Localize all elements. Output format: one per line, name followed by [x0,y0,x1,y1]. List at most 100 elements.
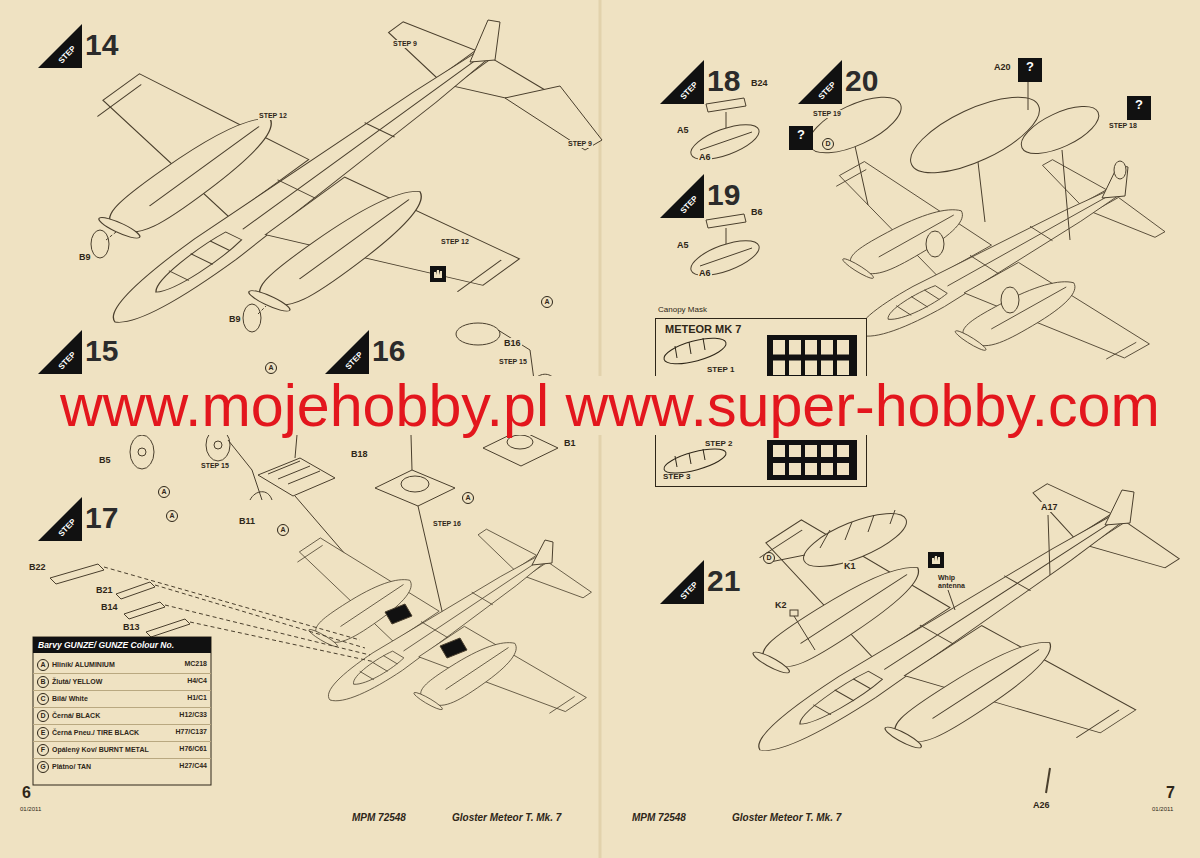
canopy-mask-frame [773,463,785,475]
color-callout: D [763,552,775,564]
step-badge: STEP19 [660,172,743,218]
color-callout: D [37,710,49,722]
step-badge: STEP21 [660,558,743,604]
canopy-mask-frame [773,361,785,376]
undercarriage-parts [375,470,455,506]
hand-icons [434,270,442,278]
legend-frame [33,637,211,785]
part-number: B5 [98,455,112,465]
step-callout: STEP 9 [567,140,593,148]
color-callout: E [37,727,49,739]
part-number: B24 [750,78,769,88]
undercarriage-parts [130,435,154,469]
gunze-code: H12/C33 [179,711,207,719]
step-number: 15 [85,336,118,366]
part-number: B9 [228,314,242,324]
aircraft-step-21 [1105,490,1134,525]
legend-frame [33,637,211,785]
undercarriage-parts [228,440,272,500]
canopy-parts-step-18-19 [700,132,752,150]
canopy-mask-frame [773,340,785,355]
aircraft-step-21 [948,590,955,610]
canopy-parts-step-18-19 [687,117,764,166]
undercarriage-parts [138,448,146,456]
page-number: 6 [22,784,31,802]
footer-text: MPM 72548 [632,812,686,824]
canopy-mask-frame [805,445,817,457]
canopy-mask-frame [675,449,705,467]
undercarriage-parts [401,476,429,492]
aircraft-step-20 [1001,287,1019,313]
canopy-mask-frame [821,463,833,475]
aircraft-step-14 [243,304,261,332]
hand-icons [928,552,944,568]
legend-text: Bílá/ White [52,695,88,703]
undercarriage-parts [456,323,500,345]
step-number: 19 [707,180,740,210]
part-number: B18 [350,449,369,459]
mask-title: METEOR MK 7 [665,323,741,335]
part-number: K1 [843,561,857,571]
canopy-mask-frame [837,361,849,376]
gunze-code: H4/C4 [187,677,207,685]
aircraft-step-14 [91,230,109,258]
canopy-parts-step-18-19 [726,112,727,128]
canopy-mask-frame [805,463,817,475]
question-mark: ? [789,126,813,144]
step-triangle [660,560,704,604]
mask-step: STEP 3 [663,473,690,482]
aircraft-step-20 [926,231,944,257]
canopy-mask-frame [805,340,817,355]
footer-text: Gloster Meteor T. Mk. 7 [452,812,561,824]
aircraft-step-20 [718,80,1200,426]
step-callout: STEP 12 [440,238,470,246]
part-number: B9 [78,252,92,262]
aircraft-step-21 [770,555,815,650]
part-number: A5 [676,125,690,135]
step-badge: STEP15 [38,328,121,374]
step-badge: STEP16 [325,328,408,374]
mask-step: STEP 1 [707,366,734,375]
canopy-mask-frame [662,333,729,369]
canopy-mask-frame [821,445,833,457]
footer-text: MPM 72548 [352,812,406,824]
aircraft-step-21 [1048,515,1050,575]
step-number: 20 [845,66,878,96]
question-mark: ? [1018,58,1042,76]
part-number: B22 [28,562,47,572]
color-callout: C [37,693,49,705]
step-badge: STEP17 [38,495,121,541]
step-callout: STEP 19 [812,110,842,118]
aircraft-step-17 [146,619,190,637]
legend-frame [33,674,211,759]
canopy-mask-frame [805,361,817,376]
part-number: A6 [698,152,712,162]
color-callout: D [822,138,834,150]
legend-text: Žlutá/ YELLOW [52,678,102,686]
legend-frame [33,637,211,653]
step-badge: STEP18 [660,58,743,104]
aircraft-step-21 [797,503,912,578]
canopy-mask-frame [789,361,801,376]
aircraft-step-17 [385,604,412,624]
color-callout: G [37,761,49,773]
canopy-parts-step-18-19 [700,248,752,266]
canopy-mask-frame [837,463,849,475]
gunze-code: H27/C44 [179,762,207,770]
step-callout: STEP 9 [392,40,418,48]
canopy-mask-frame [773,445,785,457]
aircraft-step-14 [505,86,602,150]
step-callout: STEP 12 [258,112,288,120]
question-mark: ? [1127,96,1151,114]
step-number: 17 [85,503,118,533]
watermark: www.mojehobby.pl www.super-hobby.com [60,376,1160,435]
canopy-mask-frame [821,361,833,376]
undercarriage-parts [483,430,558,466]
part-number: A6 [698,268,712,278]
gunze-code: H77/C137 [175,728,207,736]
gunze-code: H76/C61 [179,745,207,753]
color-callout: A [462,492,474,504]
undercarriage-parts [258,458,335,496]
question-box: ? [789,126,813,150]
